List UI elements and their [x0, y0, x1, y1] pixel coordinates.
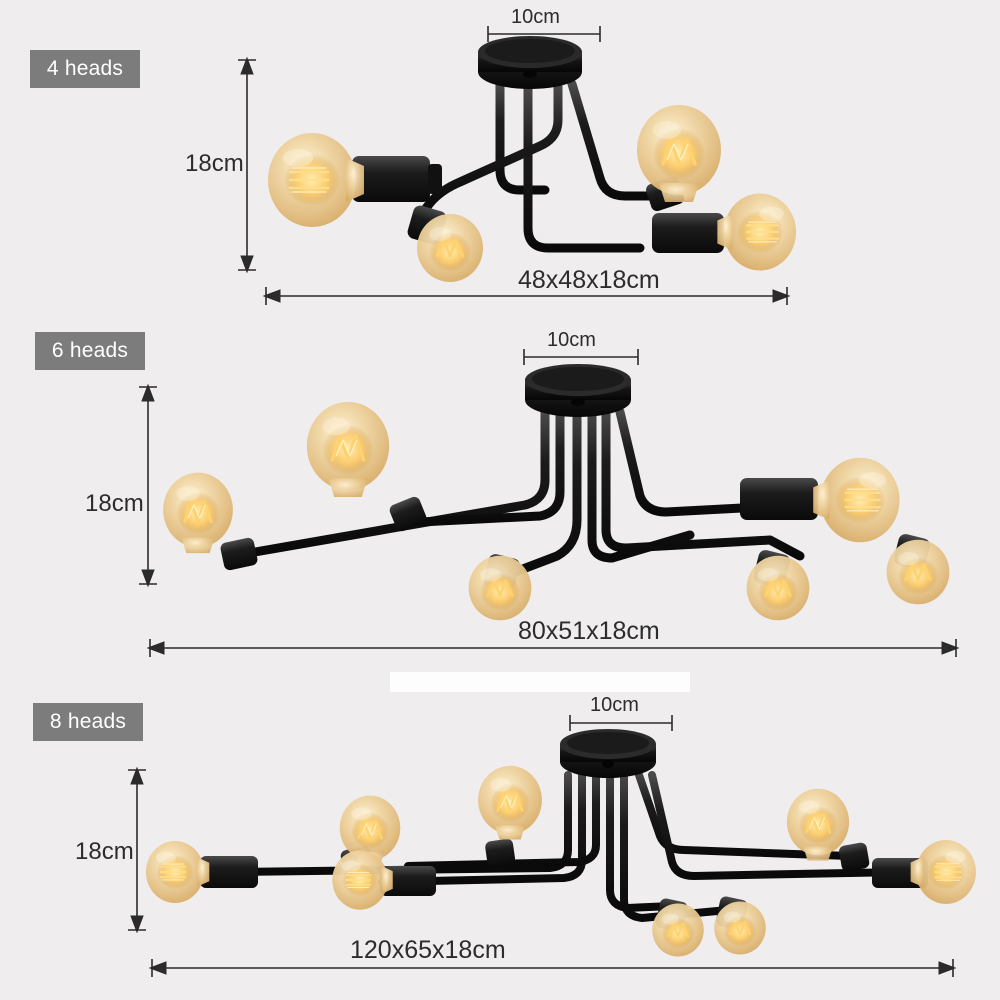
badge-6-heads: 6 heads — [35, 332, 145, 370]
dim-width-3 — [148, 959, 957, 977]
top-dim-label-3: 10cm — [590, 694, 639, 716]
height-dim-label-3: 18cm — [75, 838, 134, 865]
dim-top-2 — [523, 349, 639, 365]
badge-4-heads: 4 heads — [30, 50, 140, 88]
dim-height-1 — [238, 56, 256, 274]
dimension-lines — [128, 26, 960, 977]
badge-8-heads: 8 heads — [33, 703, 143, 741]
height-dim-label-1: 18cm — [185, 150, 244, 177]
width-dim-label-1: 48x48x18cm — [518, 266, 660, 294]
dim-height-2 — [139, 383, 157, 588]
dim-top-1 — [487, 26, 601, 42]
width-dim-label-2: 80x51x18cm — [518, 617, 660, 645]
lamp-8-heads — [145, 729, 976, 958]
lamp-6-heads — [161, 364, 951, 622]
dim-top-3 — [569, 715, 673, 731]
top-dim-label-1: 10cm — [511, 6, 560, 28]
section-6-heads: 6 heads 10cm 18cm 80x51x18cm — [0, 329, 1000, 680]
dim-width-2 — [146, 639, 960, 657]
width-dim-label-3: 120x65x18cm — [350, 936, 506, 964]
background-strip — [390, 672, 690, 692]
section-4-heads: 4 heads 10cm 18cm 48x48x18cm — [0, 0, 1000, 330]
dim-height-3 — [128, 766, 146, 934]
top-dim-label-2: 10cm — [547, 329, 596, 351]
lamp-4-heads — [266, 36, 796, 284]
section-8-heads: 8 heads 10cm 18cm 120x65x18cm — [0, 680, 1000, 1000]
height-dim-label-2: 18cm — [85, 490, 144, 517]
dim-width-1 — [262, 287, 791, 305]
